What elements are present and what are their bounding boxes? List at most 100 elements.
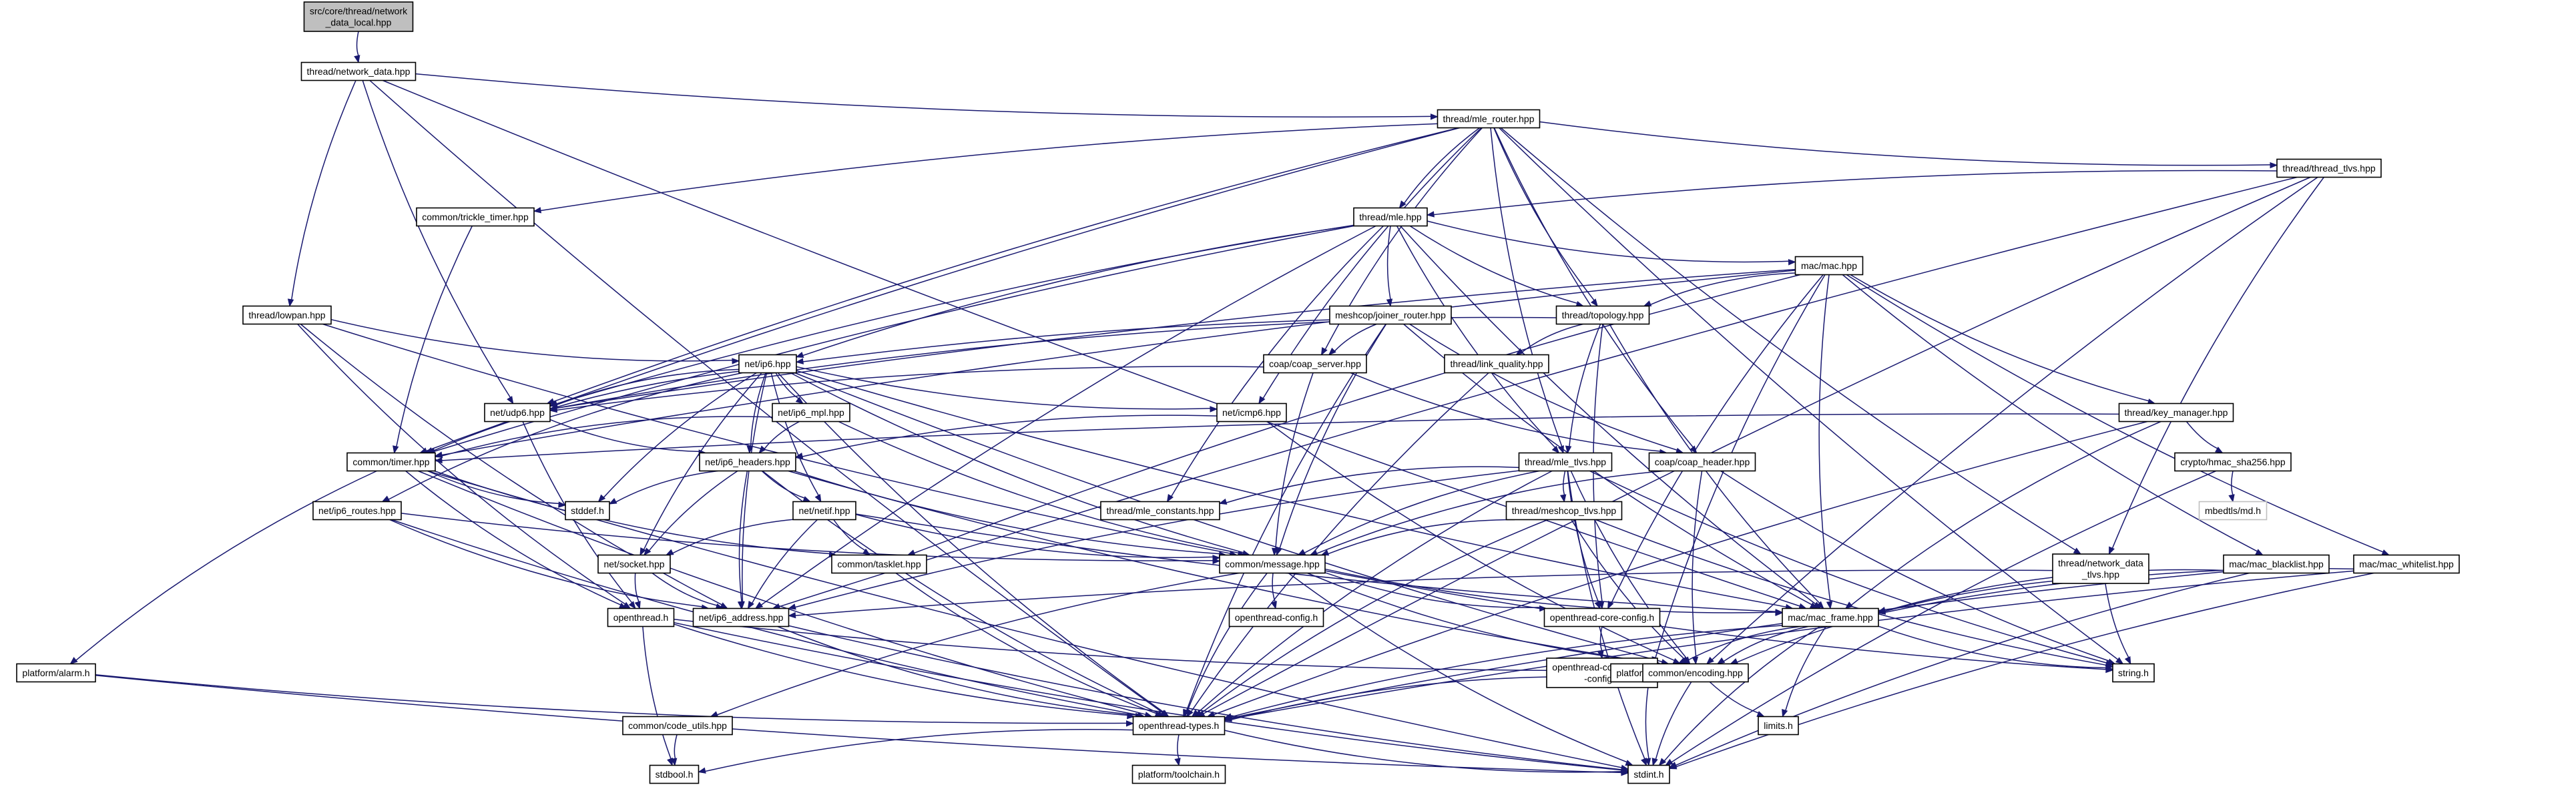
node-limits[interactable]: limits.h: [1758, 716, 1799, 736]
node-joiner-router[interactable]: meshcop/joiner_router.hpp: [1329, 305, 1452, 325]
node-network-data-tlvs[interactable]: thread/network_data_tlvs.hpp: [2052, 553, 2149, 584]
node-label: net/ip6_routes.hpp: [318, 505, 396, 516]
node-thread-tlvs[interactable]: thread/thread_tlvs.hpp: [2276, 158, 2382, 178]
edge-radio-to-stdint: [1644, 682, 1651, 766]
node-lowpan[interactable]: thread/lowpan.hpp: [242, 305, 332, 325]
edge-netif-to-tasklet: [833, 519, 871, 556]
edge-network-data-to-mle-router: [415, 73, 1439, 120]
edge-coap-header-to-encoding: [1692, 471, 1703, 665]
node-encoding[interactable]: common/encoding.hpp: [1642, 663, 1749, 683]
edge-meshcop-tlvs-to-types: [1194, 519, 1549, 718]
edge-ip6-to-udp6: [549, 368, 740, 407]
node-alarm[interactable]: platform/alarm.h: [16, 663, 96, 683]
node-topology[interactable]: thread/topology.hpp: [1555, 305, 1650, 325]
node-mac[interactable]: mac/mac.hpp: [1794, 256, 1864, 276]
node-box: [699, 452, 796, 472]
node-label: mbedtls/md.h: [2205, 505, 2261, 516]
edge-openthread-to-radio: [674, 618, 1612, 674]
node-box: [1555, 305, 1650, 325]
node-label: stdint.h: [1633, 769, 1663, 780]
node-ip6-address[interactable]: net/ip6_address.hpp: [692, 607, 790, 627]
node-box: [484, 403, 551, 423]
edge-ip6-mpl-to-ip6-headers: [758, 421, 800, 454]
edge-mle-router-to-udp6: [546, 127, 1459, 405]
node-link-quality[interactable]: thread/link_quality.hpp: [1444, 354, 1549, 374]
node-ip6[interactable]: net/ip6.hpp: [738, 354, 797, 374]
node-box: [300, 61, 417, 81]
node-timer[interactable]: common/timer.hpp: [346, 452, 436, 472]
edge-ip6-headers-to-ip6-address: [737, 471, 748, 609]
node-netif[interactable]: net/netif.hpp: [792, 501, 856, 521]
node-code-utils[interactable]: common/code_utils.hpp: [622, 716, 733, 736]
edge-ip6-to-netif: [770, 372, 822, 503]
node-mbedtls-md[interactable]: mbedtls/md.h: [2198, 501, 2268, 521]
node-stdint[interactable]: stdint.h: [1627, 764, 1670, 784]
node-label: mac/mac_blacklist.hpp: [2229, 559, 2324, 569]
edge-meshcop-tlvs-to-encoding: [1571, 519, 1690, 665]
node-toolchain[interactable]: platform/toolchain.h: [1131, 764, 1226, 784]
node-ip6-mpl[interactable]: net/ip6_mpl.hpp: [772, 403, 850, 423]
node-stddef[interactable]: stddef.h: [565, 501, 610, 521]
node-core-config[interactable]: openthread-core-config.h: [1543, 607, 1661, 627]
edge-mac-frame-to-string: [1878, 625, 2114, 672]
edge-mle-router-to-string: [1499, 127, 2124, 665]
node-label: thread/mle.hpp: [1359, 212, 1422, 222]
node-label: thread/meshcop_tlvs.hpp: [1512, 505, 1617, 516]
node-box: [649, 764, 700, 784]
edge-mle-router-to-network-data-tlvs: [1500, 127, 2082, 555]
edge-types-to-stdbool: [698, 728, 1133, 774]
node-coap-server[interactable]: coap/coap_server.hpp: [1263, 354, 1367, 374]
node-label: thread/mle_constants.hpp: [1106, 505, 1214, 516]
edge-types-to-toolchain: [1174, 734, 1181, 766]
node-mle-tlvs[interactable]: thread/mle_tlvs.hpp: [1518, 452, 1613, 472]
node-mle-constants[interactable]: thread/mle_constants.hpp: [1100, 501, 1220, 521]
node-udp6[interactable]: net/udp6.hpp: [484, 403, 551, 423]
node-network-data-local[interactable]: src/core/thread/network_data_local.hpp: [303, 1, 414, 32]
node-mac-whitelist[interactable]: mac/mac_whitelist.hpp: [2353, 554, 2460, 574]
edge-socket-to-openthread: [634, 573, 641, 609]
node-box: [1627, 764, 1670, 784]
edge-mac-blacklist-to-types: [1224, 571, 2224, 721]
node-message[interactable]: common/message.hpp: [1219, 554, 1326, 574]
node-stdbool[interactable]: stdbool.h: [649, 764, 700, 784]
node-openthread-config[interactable]: openthread-config.h: [1228, 607, 1324, 627]
node-mac-frame[interactable]: mac/mac_frame.hpp: [1782, 607, 1879, 627]
edge-mac-blacklist-to-mac-frame: [1877, 569, 2224, 613]
edge-mle-tlvs-to-ip6-address: [788, 470, 1519, 610]
node-ip6-headers[interactable]: net/ip6_headers.hpp: [699, 452, 796, 472]
node-box: [1444, 354, 1549, 374]
node-ip6-routes[interactable]: net/ip6_routes.hpp: [312, 501, 402, 521]
node-box: [2198, 501, 2268, 521]
node-label: thread/mle_tlvs.hpp: [1525, 457, 1606, 467]
node-mac-blacklist[interactable]: mac/mac_blacklist.hpp: [2223, 554, 2330, 574]
node-network-data[interactable]: thread/network_data.hpp: [300, 61, 417, 81]
node-hmac-sha256[interactable]: crypto/hmac_sha256.hpp: [2174, 452, 2292, 472]
node-socket[interactable]: net/socket.hpp: [597, 554, 671, 574]
node-label: src/core/thread/network: [310, 6, 408, 17]
edge-network-data-tlvs-to-ip6-address: [788, 569, 2053, 619]
node-label: thread/topology.hpp: [1562, 310, 1644, 320]
node-key-manager[interactable]: thread/key_manager.hpp: [2118, 403, 2234, 423]
node-trickle-timer[interactable]: common/trickle_timer.hpp: [416, 207, 535, 227]
edge-netif-to-ip6-address: [747, 519, 818, 609]
edge-message-to-code-utils: [710, 572, 1240, 718]
node-icmp6[interactable]: net/icmp6.hpp: [1216, 403, 1287, 423]
node-label: net/netif.hpp: [798, 505, 850, 516]
node-meshcop-tlvs[interactable]: thread/meshcop_tlvs.hpp: [1505, 501, 1623, 521]
node-label: common/timer.hpp: [352, 457, 429, 467]
node-label: string.h: [2118, 668, 2149, 678]
node-mle[interactable]: thread/mle.hpp: [1353, 207, 1428, 227]
node-types[interactable]: openthread-types.h: [1132, 716, 1226, 736]
node-tasklet[interactable]: common/tasklet.hpp: [831, 554, 927, 574]
node-box: [831, 554, 927, 574]
node-label: openthread.h: [613, 612, 669, 623]
edge-openthread-to-stdbool: [642, 626, 674, 766]
edge-mle-router-to-topology: [1493, 127, 1598, 307]
node-box: [1758, 716, 1799, 736]
node-openthread[interactable]: openthread.h: [607, 607, 675, 627]
node-string[interactable]: string.h: [2112, 663, 2155, 683]
node-coap-header[interactable]: coap/coap_header.hpp: [1648, 452, 1756, 472]
edge-ip6-routes-to-message: [401, 513, 1221, 565]
node-mle-router[interactable]: thread/mle_router.hpp: [1437, 109, 1541, 129]
edge-network-data-tlvs-to-string: [2105, 583, 2131, 665]
